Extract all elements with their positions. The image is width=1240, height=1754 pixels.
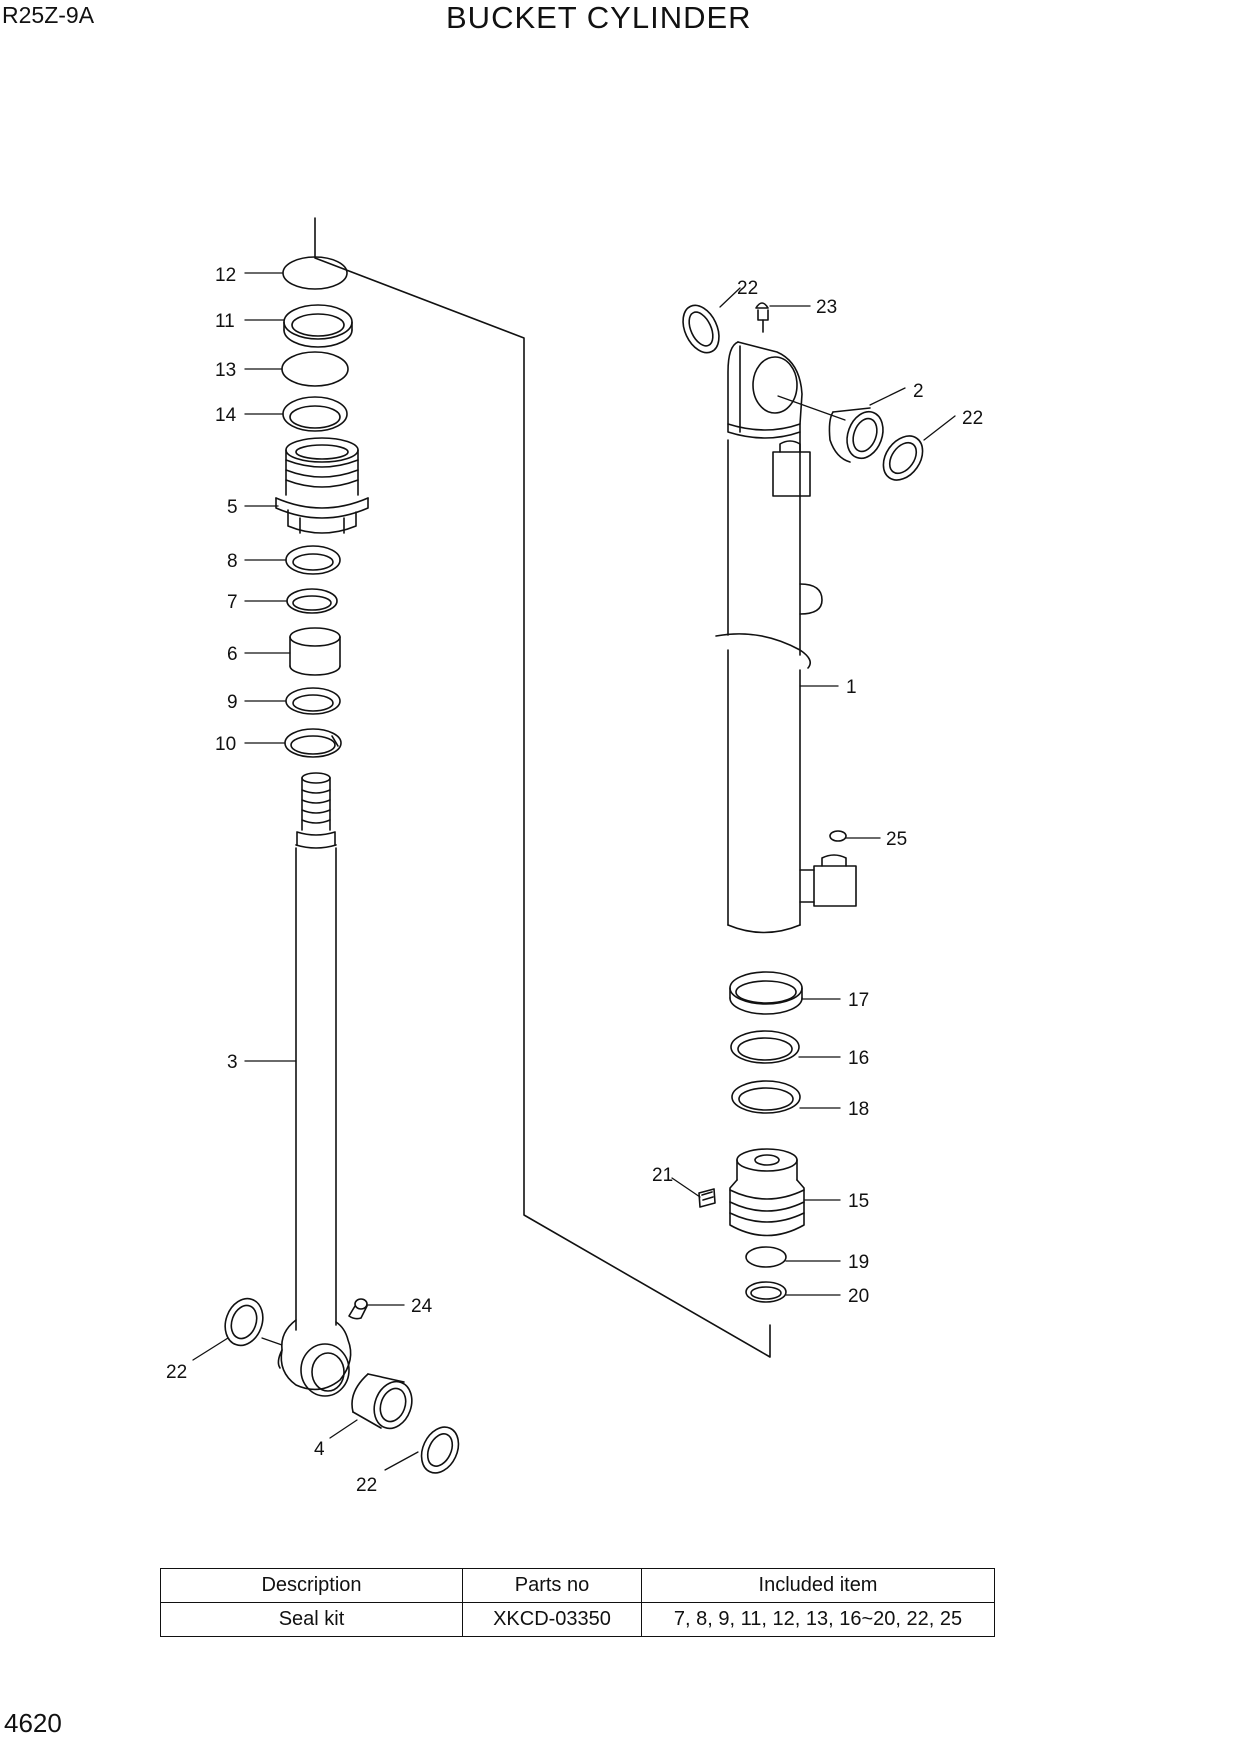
callout-18: 18 [848,1099,869,1120]
page-number: 4620 [4,1708,62,1738]
callout-24: 24 [411,1296,433,1317]
callout-20: 20 [848,1286,869,1307]
part-5-gland [275,437,369,534]
callout-19: 19 [848,1252,869,1273]
part-3-piston-rod [295,772,337,1331]
callout-16: 16 [848,1048,869,1069]
part-16-piston-seal [730,1030,800,1064]
part-15-piston [729,1148,805,1237]
callout-22-tube-left: 22 [737,278,758,299]
callout-23: 23 [816,297,837,318]
part-21-set-screw [698,1188,716,1208]
callout-11: 11 [215,311,235,332]
part-22-dust-seal-tube-right [882,435,924,481]
callout-1: 1 [846,677,857,698]
table-row: Seal kit XKCD-03350 7, 8, 9, 11, 12, 13,… [160,1602,995,1637]
part-7-seal [286,588,338,614]
seal-kit-table: Description Parts no Included item Seal … [160,1568,995,1637]
callout-6: 6 [227,644,238,665]
callout-4: 4 [314,1439,325,1460]
callout-21: 21 [652,1165,673,1186]
callout-13: 13 [215,360,236,381]
callout-22-tube-right: 22 [962,408,983,429]
part-2-bushing [828,407,884,463]
part-13-o-ring [281,351,349,387]
part-4-bushing [351,1373,413,1430]
page-title: BUCKET CYLINDER [446,0,752,35]
model-code: R25Z-9A [2,2,95,28]
part-22-dust-seal-tube-left [682,304,720,354]
callout-8: 8 [227,551,238,572]
header-included-item: Included item [641,1568,995,1603]
part-12-o-ring [282,256,348,290]
callout-15: 15 [848,1191,869,1212]
callout-2: 2 [913,381,924,402]
cell-included-item: 7, 8, 9, 11, 12, 13, 16~20, 22, 25 [641,1602,995,1637]
callout-leader-lines [192,272,956,1471]
callout-25: 25 [886,829,907,850]
callout-9: 9 [227,692,238,713]
callout-10: 10 [215,734,236,755]
part-18-back-up-ring [731,1080,801,1114]
callout-17: 17 [848,990,869,1011]
callout-12: 12 [215,265,236,286]
part-9-ring [285,687,341,715]
part-25-o-ring [829,830,847,842]
cell-description: Seal kit [160,1602,463,1637]
part-11-ring [283,304,353,348]
cell-parts-no: XKCD-03350 [462,1602,642,1637]
callout-5: 5 [227,497,238,518]
part-6-bushing [289,627,341,676]
table-header-row: Description Parts no Included item [160,1568,995,1603]
part-20-back-up-ring [745,1281,787,1303]
part-10-snap-ring [284,728,342,758]
callout-7: 7 [227,592,238,613]
part-22-dust-seal-rod-bottom [420,1426,460,1474]
part-23-grease-nipple [755,302,769,333]
callout-3: 3 [227,1052,238,1073]
assembly-guide-line [314,217,771,1358]
part-22-dust-seal-rod-left [224,1297,264,1347]
part-14-seal [282,396,348,432]
header-description: Description [160,1568,463,1603]
callout-22-rod-bottom: 22 [356,1475,377,1496]
part-rod-eye [277,1319,352,1397]
callout-22-rod-left: 22 [166,1362,187,1383]
part-19-o-ring [745,1246,787,1268]
header-parts-no: Parts no [462,1568,642,1603]
part-17-wear-ring [729,971,803,1015]
callout-14: 14 [215,405,237,426]
part-24-grease-nipple [348,1298,368,1320]
part-1-cylinder-tube [715,341,857,934]
part-8-seal [285,545,341,575]
